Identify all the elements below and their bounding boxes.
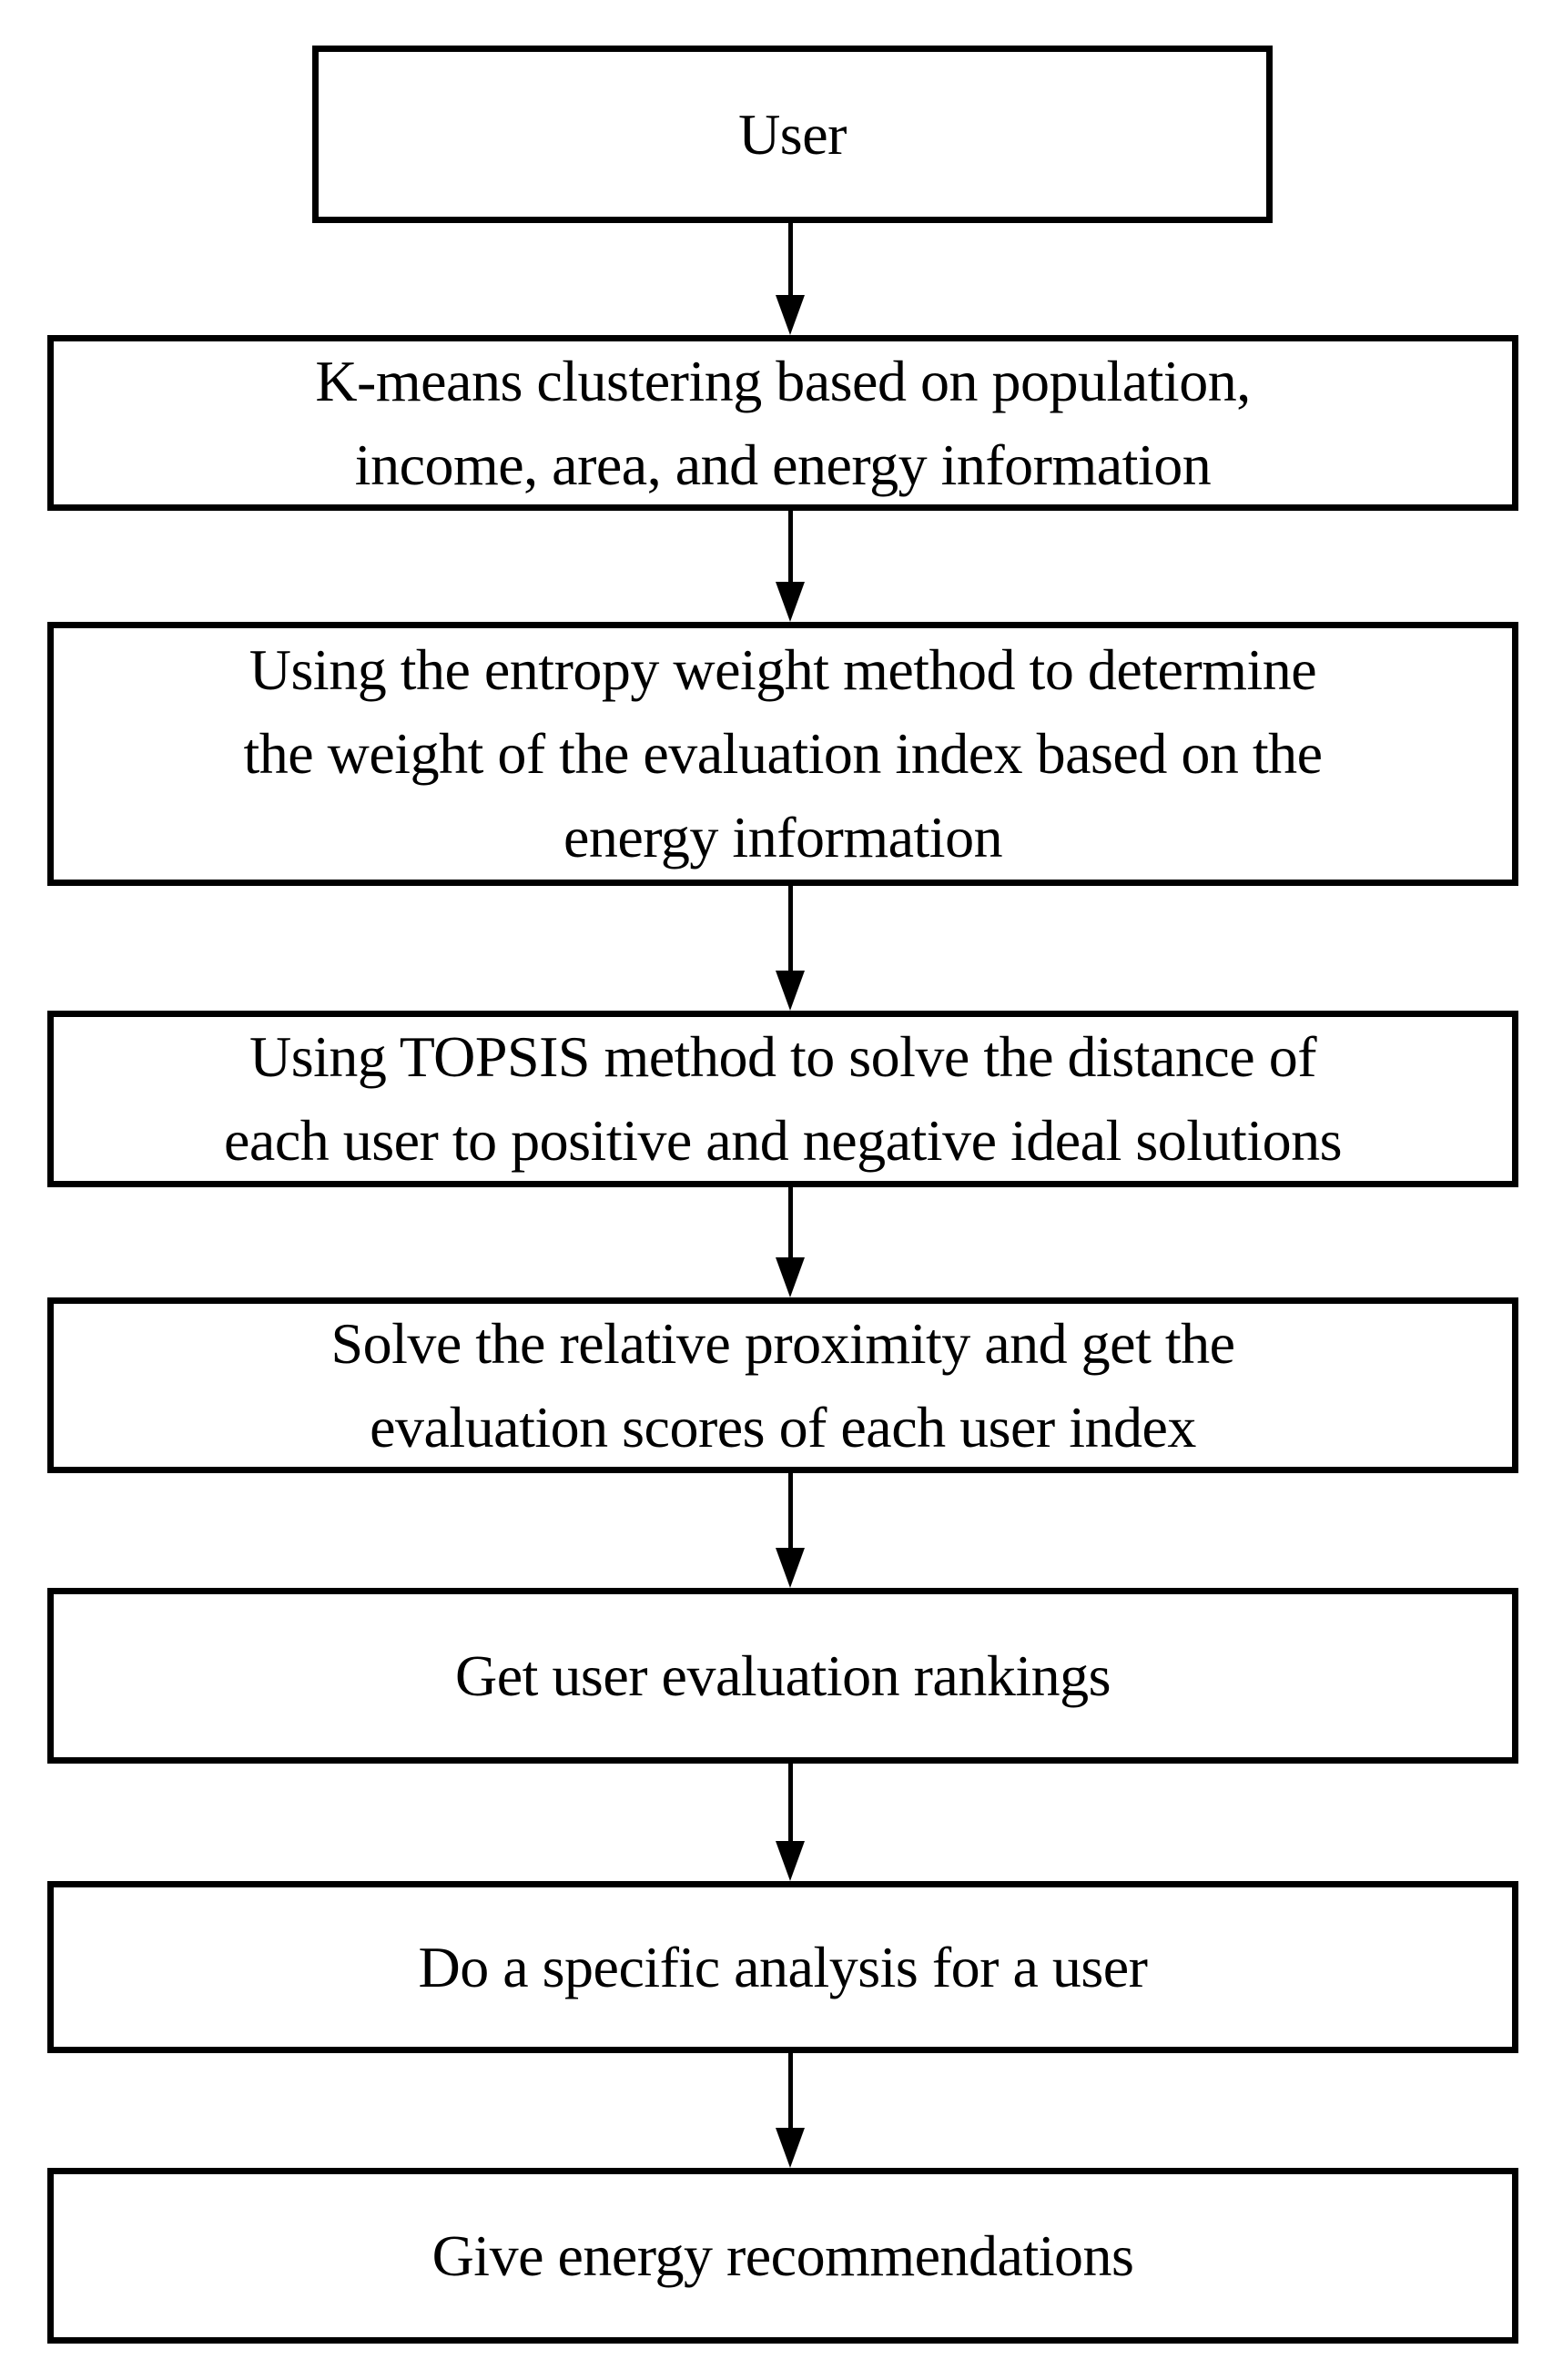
arrow-shaft [787,1764,793,1841]
flow-arrow-entropy-to-topsis [776,886,805,1011]
arrow-down-icon [776,971,805,1011]
flow-arrow-topsis-to-proximity [776,1187,805,1297]
arrow-shaft [787,886,793,971]
arrow-down-icon [776,582,805,622]
flow-node-relative-proximity: Solve the relative proximity and get the… [47,1297,1518,1473]
arrow-shaft [787,2053,793,2128]
arrow-down-icon [776,1548,805,1588]
arrow-shaft [787,223,793,295]
flow-arrow-rankings-to-analysis [776,1764,805,1881]
flow-node-rankings-label: Get user evaluation rankings [455,1643,1111,1708]
arrow-down-icon [776,1257,805,1297]
flow-node-topsis-label: Using TOPSIS method to solve the distanc… [224,1024,1343,1173]
arrow-down-icon [776,1841,805,1881]
flow-node-user: User [312,46,1273,223]
flow-node-entropy-weight-method: Using the entropy weight method to deter… [47,622,1518,886]
flow-node-entropy-label: Using the entropy weight method to deter… [243,637,1323,870]
arrow-shaft [787,1187,793,1257]
flow-node-recommendations-label: Give energy recommendations [431,2222,1134,2288]
flow-node-kmeans-clustering: K-means clustering based on population, … [47,335,1518,511]
arrow-down-icon [776,2128,805,2168]
flow-node-kmeans-label: K-means clustering based on population, … [315,348,1251,497]
arrow-shaft [787,1473,793,1548]
arrow-down-icon [776,295,805,335]
arrow-shaft [787,511,793,582]
flow-arrow-analysis-to-recommendations [776,2053,805,2168]
flow-node-energy-recommendations: Give energy recommendations [47,2168,1518,2344]
flow-node-evaluation-rankings: Get user evaluation rankings [47,1588,1518,1764]
flow-arrow-user-to-kmeans [776,223,805,335]
flow-node-specific-analysis: Do a specific analysis for a user [47,1881,1518,2053]
flow-node-proximity-label: Solve the relative proximity and get the… [330,1310,1235,1460]
flow-node-topsis-method: Using TOPSIS method to solve the distanc… [47,1011,1518,1187]
flow-node-user-label: User [738,101,847,167]
flow-arrow-kmeans-to-entropy [776,511,805,622]
flow-node-analysis-label: Do a specific analysis for a user [418,1934,1148,1999]
flow-arrow-proximity-to-rankings [776,1473,805,1588]
